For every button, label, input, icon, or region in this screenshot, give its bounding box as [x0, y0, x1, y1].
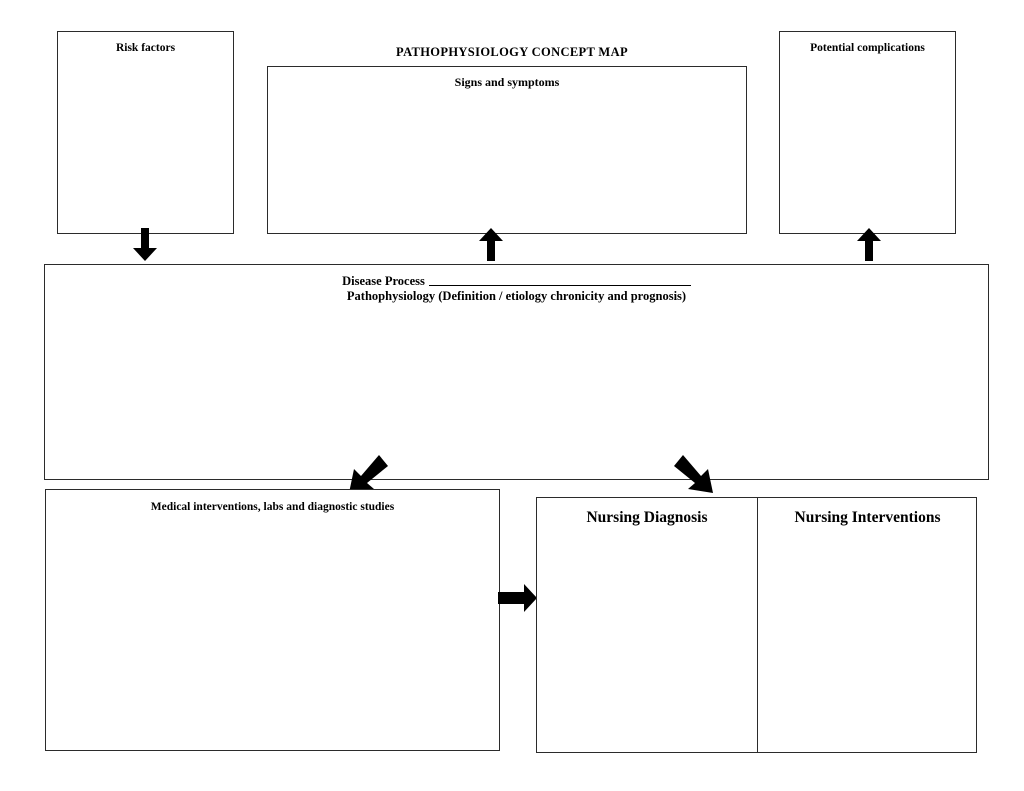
- nursing-box[interactable]: Nursing Diagnosis Nursing Interventions: [536, 497, 977, 753]
- risk-factors-box[interactable]: Risk factors: [57, 31, 234, 234]
- nursing-interventions-label: Nursing Interventions: [794, 509, 941, 526]
- arrow-up-icon-potential-complications: [855, 228, 883, 262]
- pathophysiology-label: Pathophysiology (Definition / etiology c…: [346, 288, 687, 303]
- signs-and-symptoms-label: Signs and symptoms: [454, 75, 560, 89]
- arrow-down-icon-risk-factors: [131, 228, 159, 262]
- potential-complications-box[interactable]: Potential complications: [779, 31, 956, 234]
- page-title: PATHOPHYSIOLOGY CONCEPT MAP: [396, 45, 628, 59]
- disease-process-line1: Disease Process: [45, 274, 988, 289]
- medical-interventions-box[interactable]: Medical interventions, labs and diagnost…: [45, 489, 500, 751]
- medical-interventions-label: Medical interventions, labs and diagnost…: [150, 501, 395, 513]
- nursing-column-divider: [757, 498, 758, 752]
- arrow-down-right-icon-nursing: [673, 453, 719, 495]
- arrow-down-left-icon-medical-interventions: [343, 453, 389, 495]
- disease-process-blank-field[interactable]: [428, 284, 691, 286]
- disease-process-box[interactable]: Disease Process Pathophysiology (Definit…: [44, 264, 989, 480]
- arrow-up-icon-signs-and-symptoms: [477, 228, 505, 262]
- disease-process-label: Disease Process: [342, 274, 425, 288]
- potential-complications-label: Potential complications: [810, 42, 925, 54]
- disease-process-heading: Disease Process Pathophysiology (Definit…: [45, 274, 988, 304]
- nursing-diagnosis-label: Nursing Diagnosis: [586, 509, 708, 526]
- signs-and-symptoms-box[interactable]: Signs and symptoms: [267, 66, 747, 234]
- arrow-right-icon-nursing-diagnosis: [498, 583, 538, 613]
- risk-factors-label: Risk factors: [115, 42, 176, 54]
